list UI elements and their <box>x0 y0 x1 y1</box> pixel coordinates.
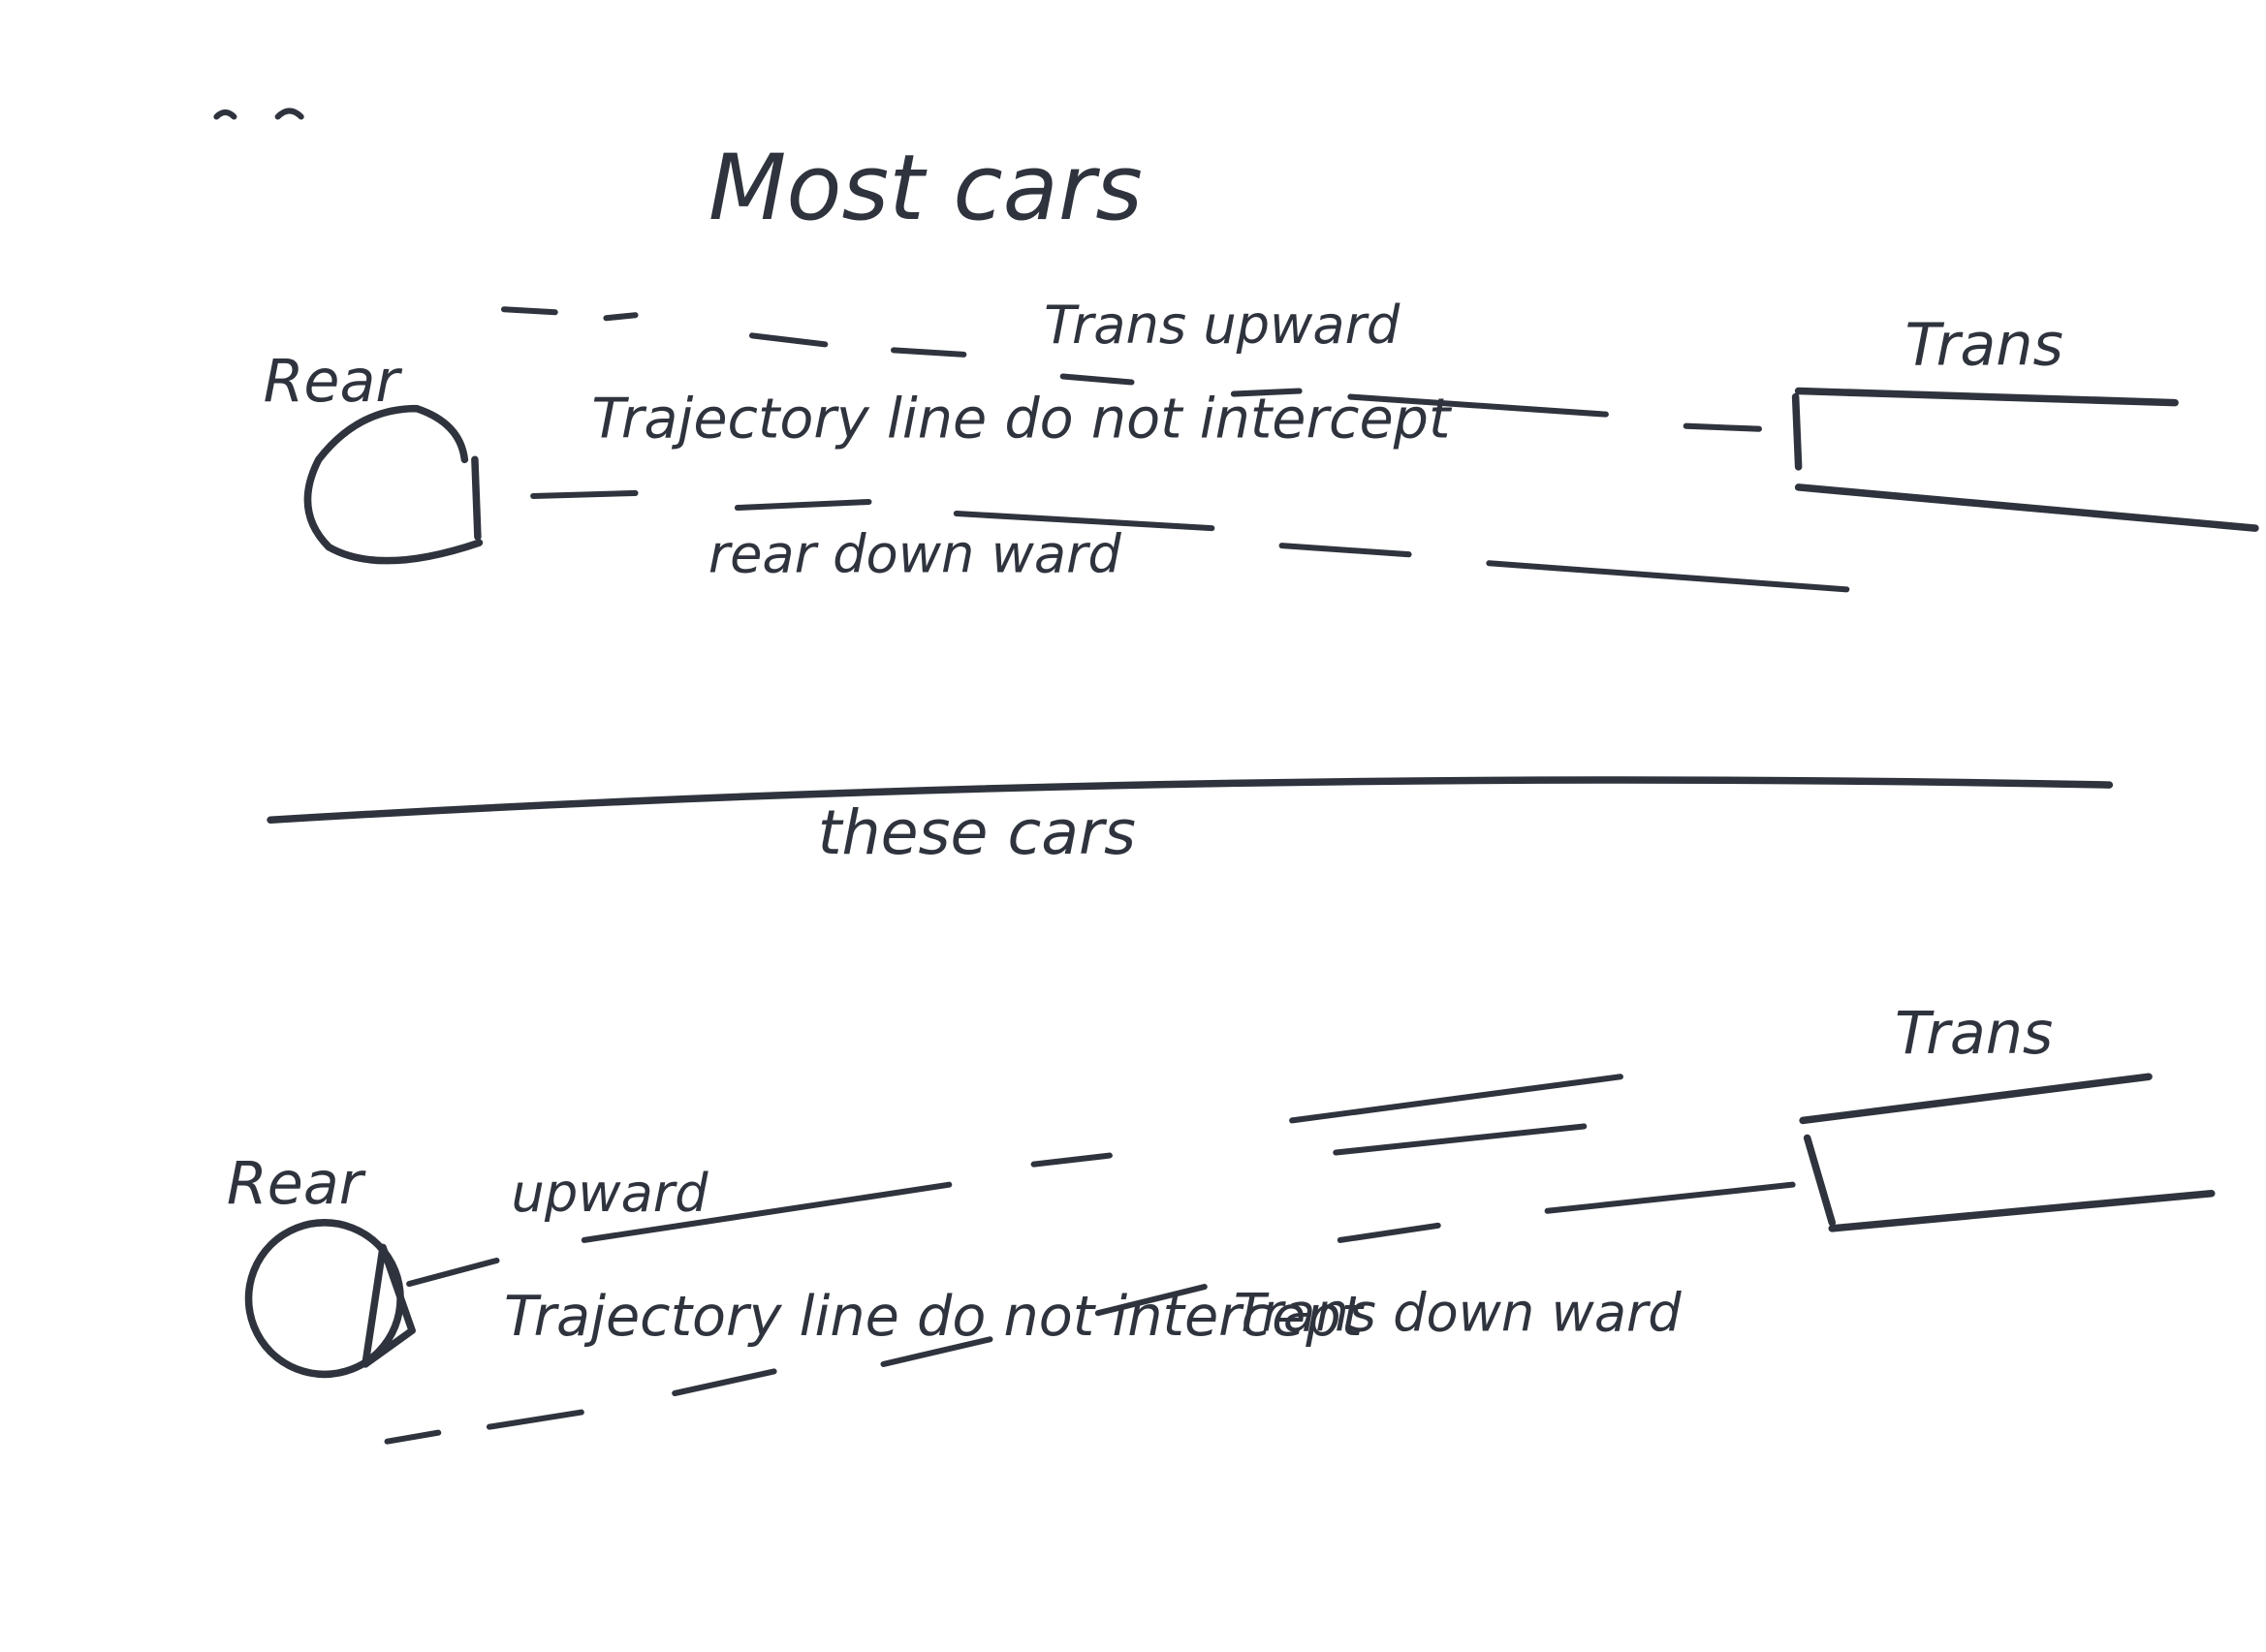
bottom-title: these cars <box>818 796 1136 868</box>
top-upper-trajectory-dashes <box>501 306 1762 432</box>
bottom-lower-trajectory-dashes <box>384 1284 1208 1445</box>
bottom-upper-note: upward <box>512 1163 709 1224</box>
top-lower-trajectory-dashes <box>530 489 1850 593</box>
bottom-trans-label: Trans <box>1895 1000 2053 1068</box>
bottom-trans-shape <box>1799 1073 2216 1232</box>
section-divider <box>267 776 2114 824</box>
top-lower-note: rear down ward <box>708 523 1122 584</box>
bottom-lower-note: Trans down ward <box>1234 1282 1682 1343</box>
bottom-upper-trajectory-dashes <box>406 1074 1796 1288</box>
top-trans-label: Trans <box>1905 311 2063 379</box>
top-upper-note: Trans upward <box>1044 295 1401 356</box>
top-middle-note: Trajectory line do not intercept <box>591 388 1453 452</box>
top-title: Most cars <box>708 136 1143 241</box>
bottom-rear-label: Rear <box>227 1150 366 1218</box>
top-rear-label: Rear <box>264 348 403 416</box>
bottom-middle-note: Trajectory line do not intercept <box>504 1285 1366 1349</box>
top-rear-wheel-shape <box>303 404 484 565</box>
bottom-rear-wheel-mark <box>362 1243 416 1368</box>
top-rear-wheel-mark <box>471 455 482 541</box>
top-trans-shape <box>1791 387 2259 532</box>
stray-mark <box>213 108 304 120</box>
